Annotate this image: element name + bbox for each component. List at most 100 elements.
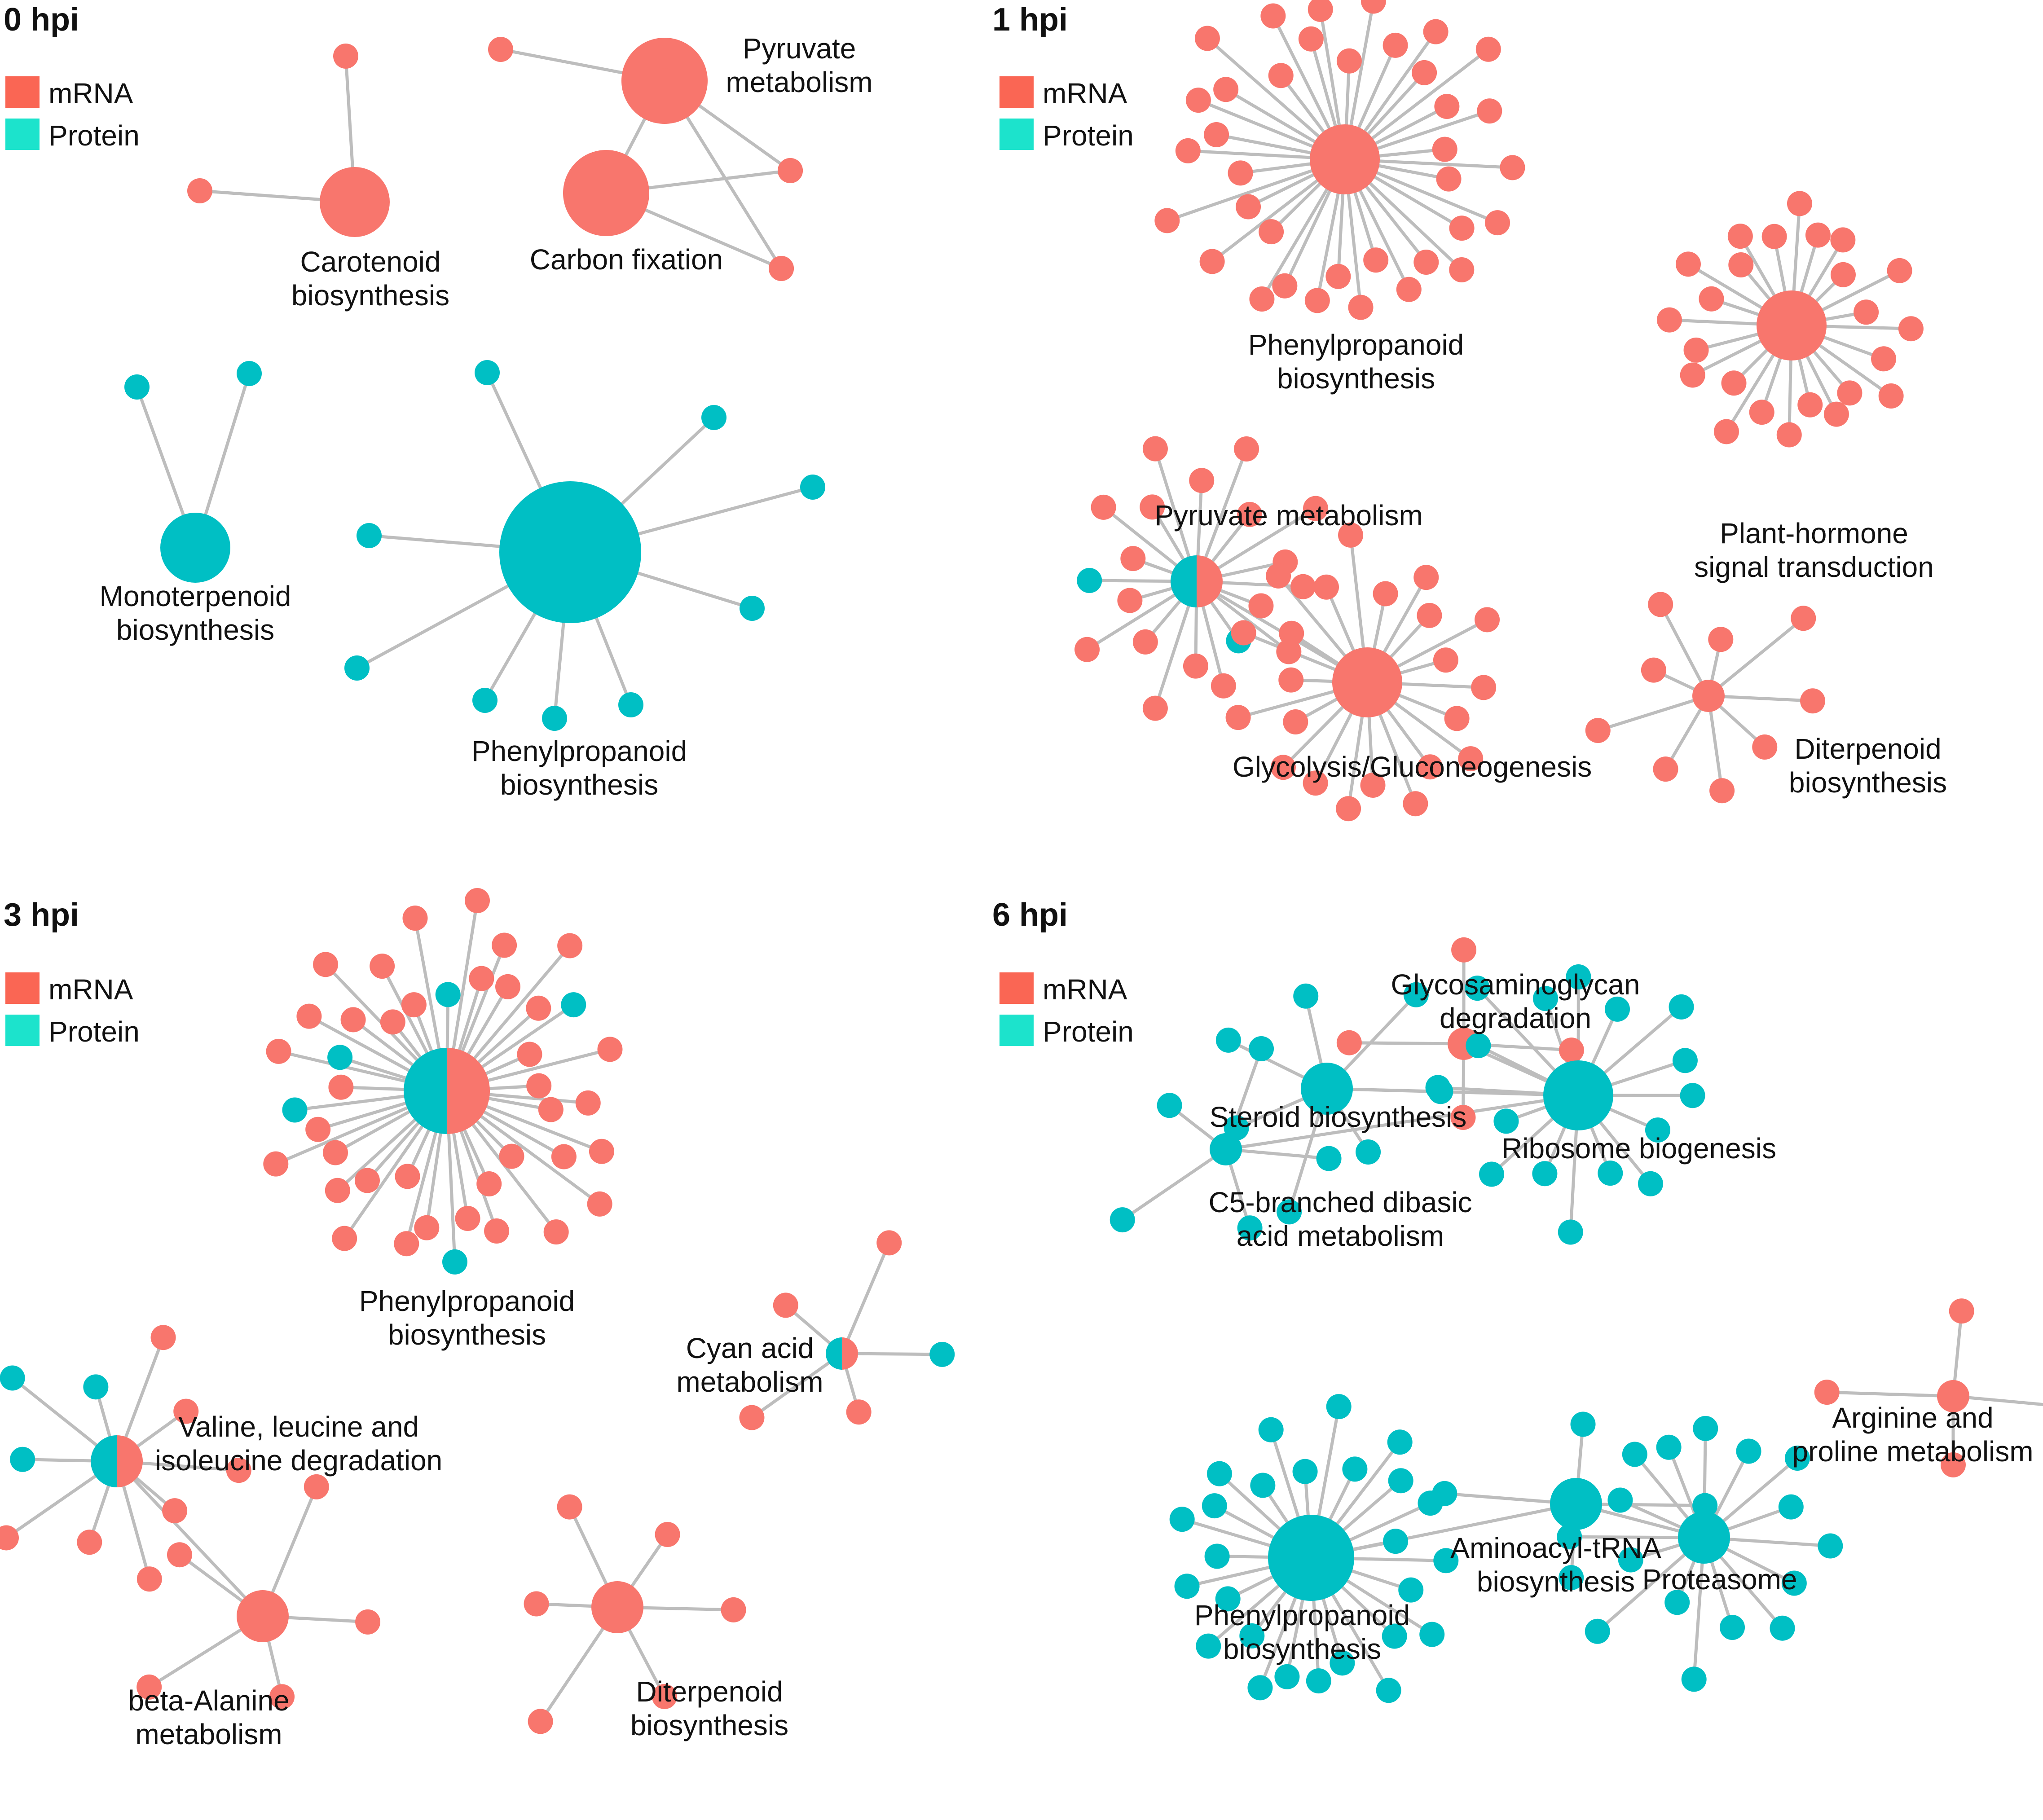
- gene-node: [455, 1206, 480, 1231]
- gene-node: [1236, 194, 1261, 220]
- pathway-hub-p1-glyc: [1332, 647, 1402, 717]
- gene-node: [1823, 401, 1849, 427]
- gene-node: [528, 1709, 553, 1734]
- gene-node: [1279, 620, 1304, 646]
- gene-node: [1342, 1456, 1368, 1482]
- gene-node: [1077, 568, 1102, 593]
- pathway-hub-p3-val: [91, 1435, 143, 1487]
- gene-node: [929, 1341, 955, 1367]
- gene-node: [1444, 706, 1470, 731]
- pathway-label-p1-glyc: Glycolysis/Gluconeogenesis: [1233, 751, 1592, 783]
- gene-node: [327, 1045, 353, 1070]
- gene-node: [1383, 32, 1408, 58]
- gene-node: [1709, 778, 1735, 804]
- gene-node: [551, 1144, 577, 1169]
- gene-node: [800, 475, 825, 500]
- gene-node: [1818, 1533, 1843, 1559]
- gene-node: [773, 1292, 798, 1318]
- gene-node: [1185, 88, 1211, 113]
- legend-mrna-label: mRNA: [48, 973, 133, 1006]
- gene-node: [1403, 982, 1429, 1007]
- gene-node: [1433, 647, 1458, 673]
- gene-node: [1189, 468, 1215, 493]
- network-edge: [1225, 1147, 1329, 1161]
- gene-node: [1787, 191, 1812, 216]
- gene-node: [1169, 1507, 1195, 1532]
- gene-node: [1680, 362, 1705, 388]
- pathway-hub-p1-diter: [1692, 680, 1725, 712]
- gene-node: [1388, 1468, 1413, 1494]
- gene-node: [1272, 273, 1298, 299]
- gene-node: [557, 933, 583, 958]
- gene-node: [1154, 208, 1180, 233]
- pathway-hub-p6-arg: [1937, 1380, 1969, 1412]
- pathway-hub-p0-mono: [160, 513, 230, 583]
- pathway-label-p0-cfix: Carbon fixation: [530, 243, 723, 276]
- gene-node: [1268, 63, 1294, 88]
- gene-node: [1432, 136, 1457, 162]
- gene-node: [1451, 937, 1477, 963]
- gene-node: [1432, 1481, 1457, 1506]
- gene-node: [1215, 1586, 1241, 1612]
- pathway-hub-p6-ribo: [1543, 1060, 1613, 1130]
- gene-node: [1837, 380, 1862, 406]
- gene-node: [136, 1674, 162, 1700]
- gene-node: [1622, 1442, 1647, 1467]
- gene-node: [524, 1591, 549, 1617]
- gene-node: [1258, 1417, 1284, 1442]
- gene-node: [1638, 1171, 1663, 1196]
- pathway-hub-p0-phen: [499, 481, 641, 623]
- legend-protein-label: Protein: [1043, 119, 1134, 152]
- gene-node: [1231, 620, 1256, 646]
- gene-node: [1699, 286, 1724, 312]
- gene-node: [269, 1684, 295, 1710]
- gene-node: [475, 360, 500, 385]
- gene-node: [1449, 257, 1475, 282]
- gene-node: [1585, 1618, 1610, 1644]
- gene-node: [721, 1597, 746, 1622]
- gene-node: [402, 906, 428, 931]
- legend-protein-label: Protein: [1043, 1016, 1134, 1048]
- gene-node: [340, 1007, 366, 1033]
- gene-node: [1117, 588, 1143, 613]
- gene-node: [325, 1178, 350, 1203]
- gene-node: [414, 1215, 440, 1240]
- gene-node: [1336, 48, 1362, 74]
- gene-node: [313, 952, 339, 977]
- network-edge: [1708, 694, 1813, 703]
- gene-node: [1325, 264, 1351, 289]
- gene-node: [1278, 667, 1304, 693]
- network-edge: [1349, 1041, 1464, 1046]
- gene-node: [1479, 1161, 1505, 1187]
- gene-node: [618, 692, 643, 717]
- gene-node: [769, 256, 794, 281]
- gene-node: [1648, 592, 1673, 617]
- gene-node: [1413, 249, 1439, 275]
- panel-title-0hpi: 0 hpi: [4, 2, 79, 38]
- network-nodes: [0, 0, 1974, 1734]
- gene-node: [1303, 496, 1328, 521]
- gene-node: [1493, 1108, 1519, 1134]
- network-edge: [1953, 1394, 2043, 1407]
- gene-node: [322, 1140, 348, 1165]
- gene-node: [1373, 581, 1398, 607]
- gene-node: [1871, 346, 1897, 372]
- gene-node: [1465, 976, 1490, 1001]
- gene-node: [652, 68, 677, 93]
- gene-node: [1204, 1543, 1230, 1569]
- gene-node: [1110, 1207, 1135, 1233]
- network-edge: [1225, 1094, 1579, 1151]
- legend-protein-swatch: [5, 119, 40, 150]
- gene-node: [1336, 796, 1361, 822]
- gene-node: [1692, 1493, 1718, 1518]
- gene-node: [1237, 1215, 1263, 1241]
- gene-node: [1336, 1030, 1362, 1055]
- panel-title-6hpi: 6 hpi: [992, 897, 1068, 933]
- gene-node: [1417, 602, 1442, 628]
- gene-node: [1303, 770, 1328, 796]
- gene-node: [1791, 606, 1816, 631]
- gene-node: [1194, 26, 1220, 51]
